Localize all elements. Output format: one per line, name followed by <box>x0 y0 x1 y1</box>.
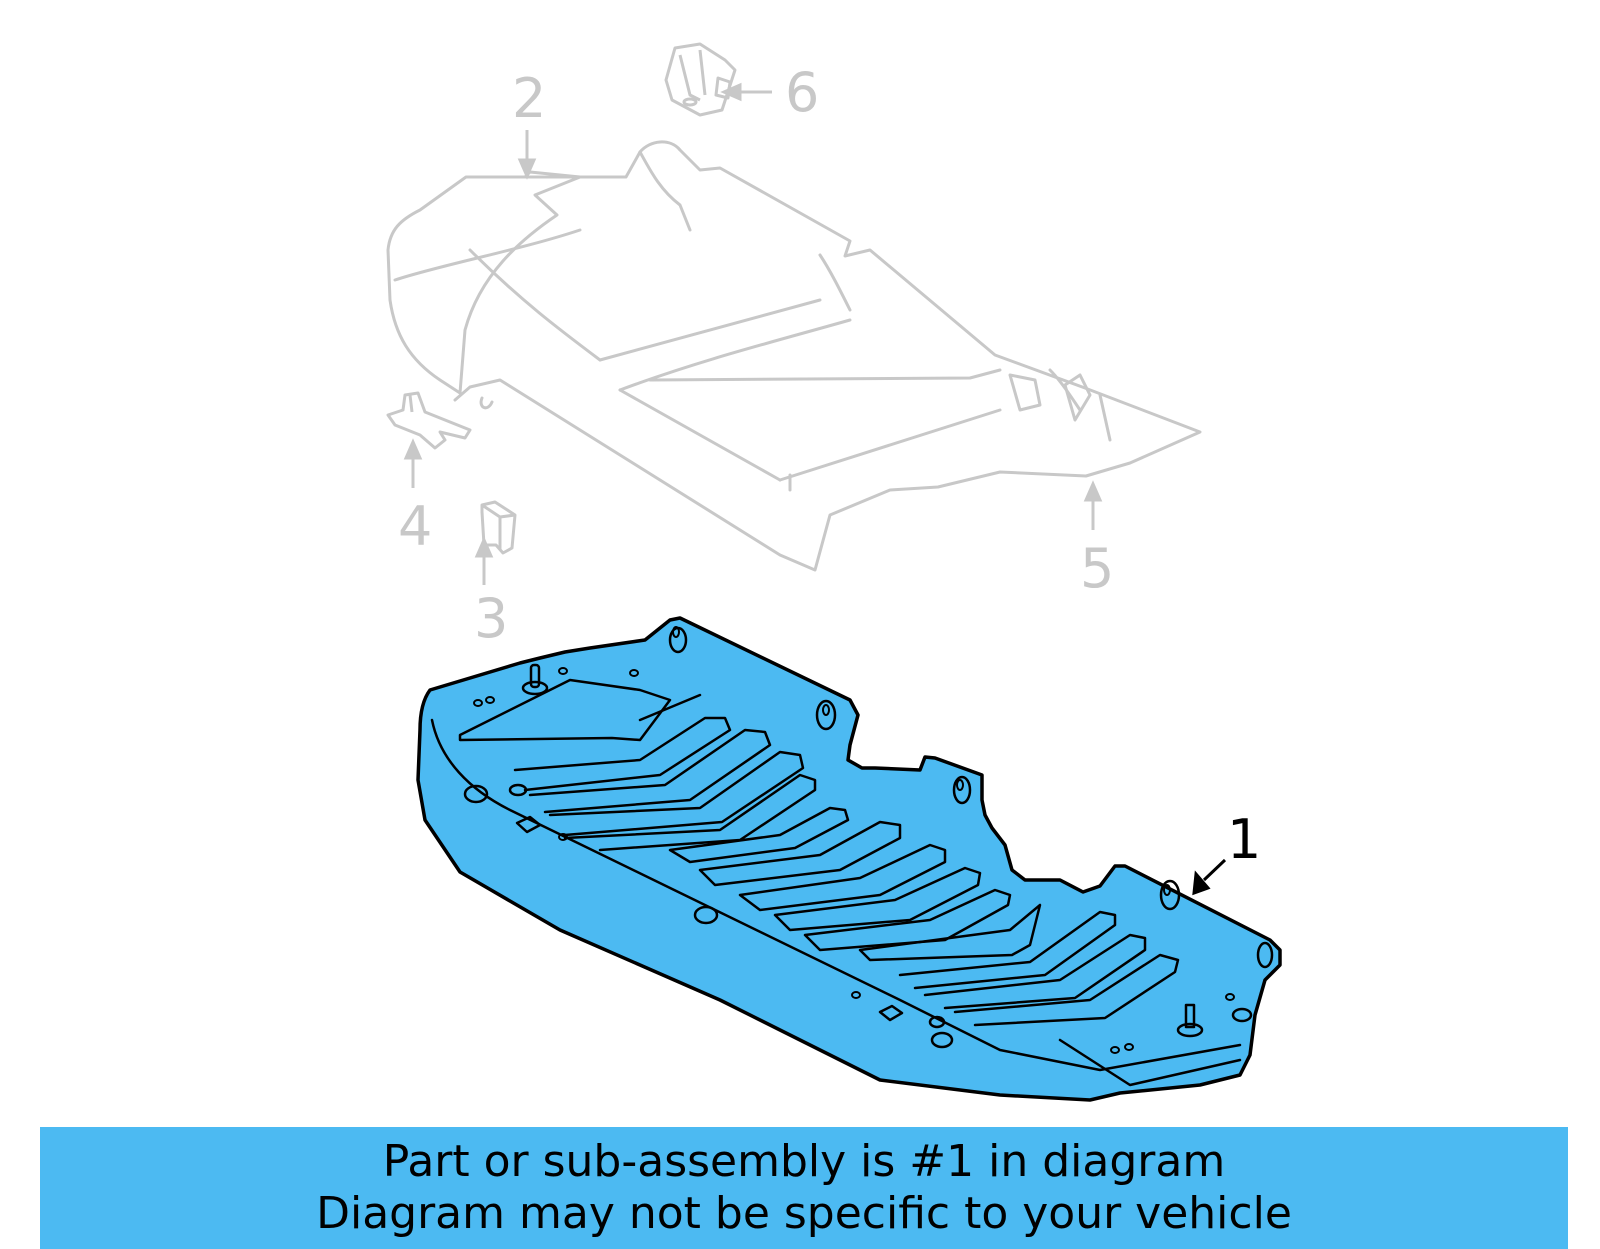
clip-part-4 <box>386 391 472 450</box>
arrow-2 <box>517 130 537 180</box>
info-banner: Part or sub-assembly is #1 in diagram Di… <box>40 1127 1568 1249</box>
banner-line-2: Diagram may not be specific to your vehi… <box>316 1188 1292 1239</box>
callout-3: 3 <box>474 587 509 650</box>
arrow-4 <box>403 438 423 488</box>
callout-6: 6 <box>785 61 820 124</box>
arrow-3 <box>474 536 494 585</box>
clip-part-6 <box>664 42 737 117</box>
arrow-6 <box>720 82 772 102</box>
seat-cushion-part-2 <box>386 140 1202 572</box>
callout-2: 2 <box>512 67 547 130</box>
banner-line-1: Part or sub-assembly is #1 in diagram <box>382 1136 1226 1187</box>
arrow-5 <box>1083 480 1103 530</box>
callout-1: 1 <box>1227 808 1262 871</box>
seat-pan-part-1 <box>416 616 1282 1102</box>
callout-4: 4 <box>398 495 433 558</box>
arrow-1 <box>1192 858 1227 896</box>
callout-arrows <box>403 82 1227 896</box>
clip-part-3 <box>480 500 517 555</box>
callout-5: 5 <box>1080 537 1115 600</box>
